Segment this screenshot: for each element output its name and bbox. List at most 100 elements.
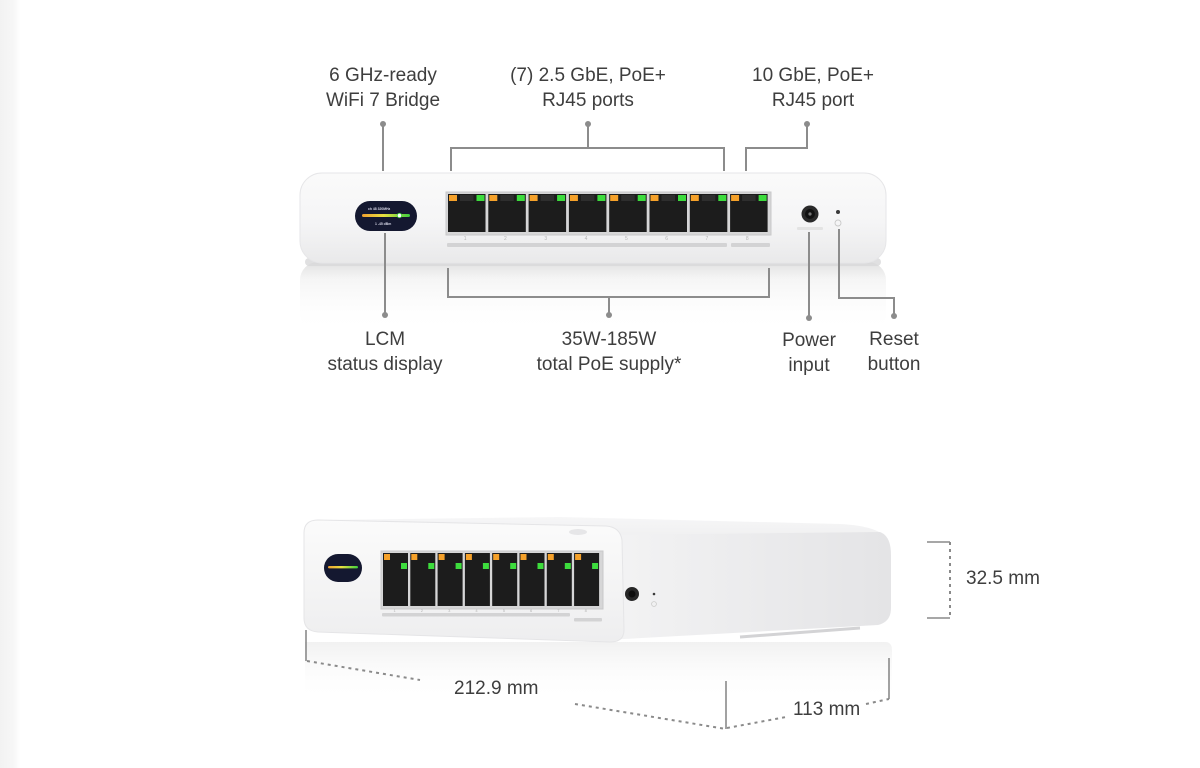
angled-port-led-green <box>401 563 407 569</box>
port-number-label: 8 <box>746 236 749 242</box>
port-number-label: 1 <box>464 236 467 242</box>
top-callout-leaders <box>380 121 810 171</box>
rj45-port: 8 <box>730 194 768 242</box>
angled-port-led-orange <box>547 554 554 560</box>
port-led-orange <box>489 195 498 201</box>
port-number-label: 3 <box>544 236 547 242</box>
angled-port-number-label: 6 <box>530 608 533 613</box>
angled-rj45-port-opening <box>519 553 545 606</box>
port-number-label: 7 <box>706 236 709 242</box>
port-led-orange <box>690 195 699 201</box>
dimension-width-label: 212.9 mm <box>454 678 539 699</box>
group-bar-2-5gbe <box>447 243 727 247</box>
power-rating-label <box>797 227 823 230</box>
angled-port-led-green <box>592 563 599 569</box>
callout-lcm-display-line-2: status display <box>327 354 443 375</box>
top-logo <box>569 529 587 535</box>
angled-port-number-label: 5 <box>503 608 506 613</box>
width-dim-line-left <box>306 660 421 681</box>
callout-wifi-bridge-line-2: WiFi 7 Bridge <box>325 90 441 111</box>
rj45-port-latch <box>742 195 756 201</box>
rj45-port: 5 <box>609 194 647 242</box>
port-led-orange <box>731 195 740 201</box>
port-led-green <box>637 195 646 201</box>
port-number-label: 4 <box>585 236 588 242</box>
callout-2-5gbe-ports-line-2: RJ45 ports <box>542 90 634 111</box>
dimension-lines <box>305 541 951 730</box>
callout-10gbe-port: 10 GbE, PoE+ RJ45 port <box>752 63 874 113</box>
angled-reset-hole <box>652 592 656 596</box>
angled-rj45-port: 7 <box>546 553 572 613</box>
leader-dot-power-input <box>806 315 812 321</box>
callout-lcm-display-line-1: LCM <box>364 329 406 350</box>
angled-port-number-label: 4 <box>475 608 478 613</box>
angled-group-bar-10gbe <box>574 618 602 622</box>
angled-port-led-orange <box>384 554 390 560</box>
rj45-port-latch <box>580 195 595 201</box>
callout-10gbe-port-line-2: RJ45 port <box>771 90 855 111</box>
callout-poe-supply-line-1: 35W-185W <box>561 329 657 350</box>
port-number-label: 5 <box>625 236 628 242</box>
lcd-signal-indicator <box>396 212 403 219</box>
angled-rj45-port: 8 <box>574 553 600 613</box>
bottom-callout-leaders <box>382 229 897 321</box>
rj45-port: 4 <box>568 194 607 242</box>
leader-dot-lcm-display <box>382 312 388 318</box>
angled-port-led-orange <box>493 554 500 560</box>
angled-rj45-port-opening <box>492 553 518 606</box>
rj45-port-latch <box>701 195 716 201</box>
callout-reset-button: Reset button <box>868 327 921 377</box>
rj45-port-latch <box>500 195 514 201</box>
rj45-port: 7 <box>689 194 728 242</box>
lcd-signal-bar <box>362 214 410 217</box>
angled-port-led-green <box>510 563 517 569</box>
angled-reset-icon <box>651 601 657 607</box>
angled-port-led-orange <box>438 554 445 560</box>
angled-group-bar-2-5gbe <box>382 613 570 617</box>
port-led-green <box>516 195 525 201</box>
angled-port-number-label: 1 <box>394 608 397 613</box>
port-led-green <box>476 195 485 201</box>
callout-2-5gbe-ports: (7) 2.5 GbE, PoE+ RJ45 ports <box>510 63 666 113</box>
angled-port-number-label: 8 <box>585 608 588 613</box>
callout-poe-supply: 35W-185W total PoE supply* <box>537 327 682 377</box>
rj45-port: 1 <box>448 194 486 242</box>
callout-power-input: Power input <box>782 328 836 378</box>
leader-dot-10gbe-port <box>804 121 810 127</box>
bracket-2-5gbe-ports <box>450 147 725 171</box>
angled-rj45-port-opening <box>546 553 572 606</box>
callout-2-5gbe-ports-line-1: (7) 2.5 GbE, PoE+ <box>510 65 666 86</box>
port-led-orange <box>449 195 457 201</box>
lcd-header-text: ch 48 320MHz <box>368 207 391 211</box>
angled-port-led-green <box>455 563 462 569</box>
dimension-height-label: 32.5 mm <box>966 568 1040 589</box>
angled-port-led-orange <box>465 554 472 560</box>
leader-reset-button <box>838 229 895 316</box>
rj45-port: 2 <box>488 194 526 242</box>
angled-port-led-green <box>564 563 571 569</box>
port-led-orange <box>569 195 578 201</box>
angled-rj45-port: 4 <box>464 553 490 613</box>
angled-port-led-orange <box>411 554 418 560</box>
angled-port-number-label: 7 <box>557 608 560 613</box>
rj45-port: 3 <box>528 194 567 242</box>
angled-power-jack-center <box>628 590 636 598</box>
callout-lcm-display: LCM status display <box>327 327 442 377</box>
port-led-green <box>557 195 566 201</box>
rj45-port-latch <box>621 195 635 201</box>
angled-rj45-port-opening <box>437 553 463 606</box>
port-led-orange <box>610 195 619 201</box>
depth-dim-line-left <box>726 716 787 729</box>
angled-device-reflection <box>305 642 892 700</box>
callout-poe-supply-line-2: total PoE supply* <box>536 354 682 375</box>
lcd-footer-text: 1 -45 dBm <box>375 222 391 226</box>
angled-rj45-port: 5 <box>492 553 518 613</box>
port-number-label: 2 <box>504 236 507 242</box>
angled-rj45-port: 6 <box>519 553 545 613</box>
angled-lcd-signal-bar <box>328 566 358 569</box>
port-led-orange <box>529 195 538 201</box>
leader-dot-reset-button <box>891 313 897 319</box>
angled-port-led-green <box>482 563 489 569</box>
